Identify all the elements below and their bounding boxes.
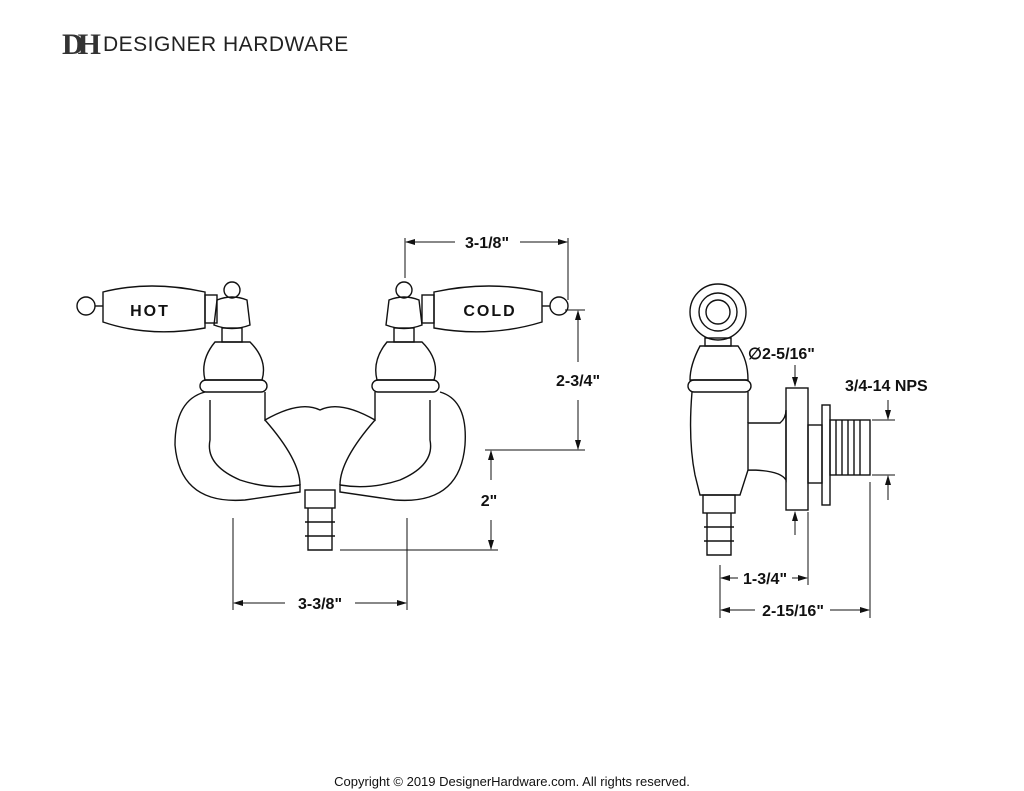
copyright-notice: Copyright © 2019 DesignerHardware.com. A… [334,774,690,789]
cold-label: COLD [463,303,516,320]
dim-thread: 3/4-14 NPS [845,378,928,395]
dim-spout-drop: 2" [481,493,497,510]
dim-depth-to-flange: 1-3/4" [743,571,787,588]
dimension-lines [232,238,895,618]
brand-name: DESIGNER HARDWARE [103,33,349,56]
dim-handle-height: 2-3/4" [556,373,600,390]
dim-inlet-centers: 3-3/8" [298,596,342,613]
faucet-body [174,341,466,551]
logo-mark: DH [62,28,101,61]
side-view [687,283,871,556]
hot-label: HOT [130,303,170,320]
dim-handle-spacing: 3-1/8" [465,235,509,252]
dim-flange-diameter: ∅2-5/16" [748,346,815,363]
brand-logo: DH DESIGNER HARDWARE [62,28,349,62]
dim-total-depth: 2-15/16" [762,603,824,620]
